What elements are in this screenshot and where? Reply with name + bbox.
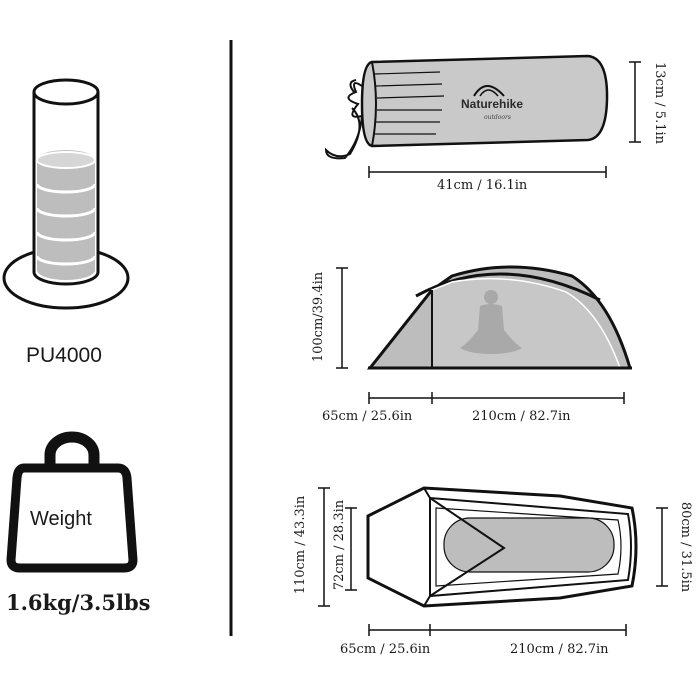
- side-height-dimension: [336, 267, 348, 369]
- side-inner-length-label: 210cm / 82.7in: [472, 409, 571, 424]
- top-vestibule-label: 65cm / 25.6in: [340, 642, 431, 657]
- top-outer-width-label: 110cm / 43.3in: [293, 495, 308, 595]
- top-inner-width-dimension: [345, 507, 357, 591]
- side-length-dimension: [368, 392, 625, 404]
- sleeping-pad: [443, 517, 615, 573]
- weight-icon: [6, 431, 138, 573]
- top-inner-width-label: 72cm / 28.3in: [332, 499, 347, 591]
- packed-bag-icon: [324, 54, 609, 160]
- brand-logo-text: Naturehike: [461, 97, 524, 111]
- tent-side-view: [366, 265, 633, 370]
- top-length-dimension: [368, 624, 627, 636]
- person-silhouette: [460, 290, 522, 354]
- weight-value: 1.6kg/3.5lbs: [6, 590, 151, 615]
- packed-length-label: 41cm / 16.1in: [437, 178, 528, 193]
- packed-height-dimension: [629, 61, 641, 143]
- waterproof-label: PU4000: [26, 344, 102, 367]
- tent-top-view: [366, 486, 638, 608]
- packed-height-label: 13cm / 5.1in: [652, 62, 667, 144]
- packed-length-dimension: [368, 166, 607, 178]
- side-vestibule-label: 65cm / 25.6in: [322, 409, 413, 424]
- brand-subtitle: outdoors: [484, 114, 511, 121]
- waterproof-column-icon: [2, 78, 130, 310]
- top-outer-width-dimension: [318, 487, 330, 607]
- top-foot-width-dimension: [656, 507, 668, 587]
- top-inner-length-label: 210cm / 82.7in: [510, 642, 609, 657]
- top-foot-width-label: 80cm / 31.5in: [678, 501, 693, 593]
- side-height-label: 100cm/39.4in: [311, 271, 326, 363]
- weight-word: Weight: [30, 508, 92, 530]
